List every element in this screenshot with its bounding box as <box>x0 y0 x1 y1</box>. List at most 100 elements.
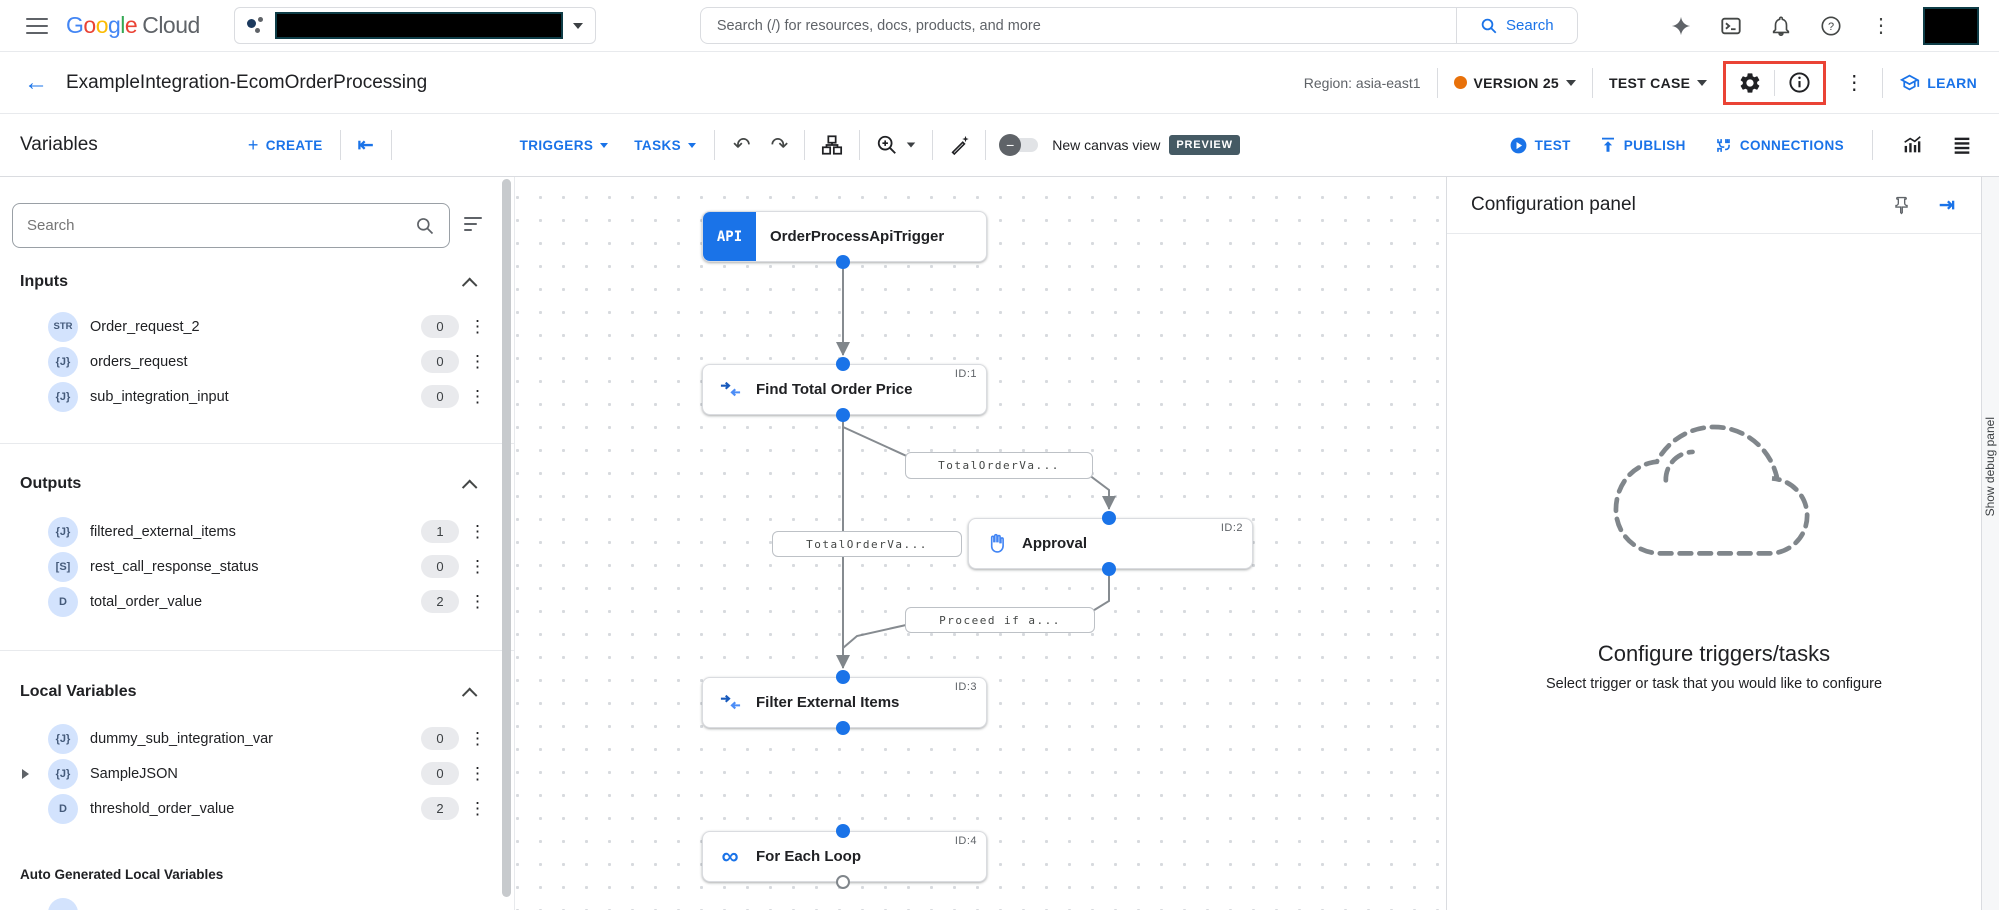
undo-icon[interactable]: ↶ <box>733 133 751 157</box>
cloud-shell-icon[interactable] <box>1719 14 1743 38</box>
pin-icon[interactable] <box>1889 193 1913 217</box>
kebab-menu-icon[interactable]: ⋮ <box>469 387 486 406</box>
zoom-dropdown-icon[interactable] <box>907 142 916 148</box>
variables-search-field[interactable] <box>12 203 450 248</box>
variable-row[interactable]: {J} sub_integration_input 0 ⋮ <box>0 379 514 414</box>
sort-icon[interactable] <box>464 217 482 231</box>
expand-caret-icon[interactable] <box>22 768 29 779</box>
kebab-menu-icon[interactable]: ⋮ <box>469 729 486 748</box>
tasks-dropdown[interactable]: TASKS <box>634 137 697 153</box>
page-title: ExampleIntegration-EcomOrderProcessing <box>66 71 428 93</box>
kebab-menu-icon[interactable]: ⋮ <box>469 352 486 371</box>
collapse-panel-icon[interactable]: ⇤ <box>357 134 374 156</box>
chevron-up-icon[interactable] <box>461 687 478 703</box>
global-search-input[interactable] <box>716 17 1440 34</box>
edge-condition-label[interactable]: TotalOrderVa... <box>772 531 962 557</box>
kebab-menu-icon[interactable]: ⋮ <box>469 557 486 576</box>
connection-point[interactable] <box>836 255 850 269</box>
type-badge: {J} <box>48 346 78 377</box>
back-arrow-icon[interactable]: ← <box>24 68 48 96</box>
variable-row[interactable]: {J} SampleJSON 0 ⋮ <box>0 756 514 791</box>
section-title: Local Variables <box>20 683 137 700</box>
connection-point[interactable] <box>1102 511 1116 525</box>
usage-count-badge: 0 <box>421 385 459 408</box>
publish-button[interactable]: PUBLISH <box>1599 136 1686 154</box>
variable-row[interactable]: D threshold_order_value 2 ⋮ <box>0 791 514 826</box>
connection-point[interactable] <box>1102 562 1116 576</box>
node-for-each-loop[interactable]: ∞ For Each Loop ID:4 <box>702 831 987 882</box>
connection-point[interactable] <box>836 721 850 735</box>
chevron-up-icon[interactable] <box>461 277 478 293</box>
gemini-icon[interactable] <box>1669 14 1693 38</box>
project-selector[interactable] <box>233 7 596 44</box>
chevron-down-icon <box>688 142 697 148</box>
sidebar-scrollbar[interactable] <box>502 179 511 897</box>
connection-point[interactable] <box>836 875 850 889</box>
kebab-menu-icon[interactable]: ⋮ <box>469 592 486 611</box>
create-variable-button[interactable]: + CREATE <box>248 135 323 156</box>
show-debug-panel-tab[interactable]: Show debug panel <box>1981 177 1999 910</box>
kebab-menu-icon[interactable]: ⋮ <box>469 317 486 336</box>
execution-logs-icon[interactable] <box>1951 134 1973 156</box>
zoom-icon[interactable] <box>876 134 898 156</box>
kebab-menu-icon[interactable]: ⋮ <box>469 522 486 541</box>
kebab-menu-icon[interactable]: ⋮ <box>469 799 486 818</box>
variables-search-input[interactable] <box>27 217 415 234</box>
global-search: Search <box>699 7 1578 44</box>
more-options-icon[interactable]: ⋮ <box>1844 72 1865 94</box>
learn-button[interactable]: LEARN <box>1899 72 1977 93</box>
tasks-label: TASKS <box>634 137 682 153</box>
variable-name: sub_integration_input <box>90 388 229 405</box>
avatar[interactable] <box>1923 6 1979 45</box>
version-selector[interactable]: VERSION 25 <box>1453 75 1576 91</box>
connection-point[interactable] <box>836 357 850 371</box>
show-debug-panel-label: Show debug panel <box>1983 417 1997 517</box>
connection-point[interactable] <box>836 408 850 422</box>
variable-name: Order_request_2 <box>90 318 200 335</box>
variable-row[interactable]: [S] rest_call_response_status 0 ⋮ <box>0 549 514 584</box>
notifications-bell-icon[interactable] <box>1769 14 1793 38</box>
node-order-process-api-trigger[interactable]: API OrderProcessApiTrigger <box>702 211 987 262</box>
more-options-icon[interactable]: ⋮ <box>1871 15 1891 37</box>
usage-count-badge: 0 <box>421 315 459 338</box>
variable-row[interactable]: {J} orders_request 0 ⋮ <box>0 344 514 379</box>
section-title: Outputs <box>20 475 82 492</box>
variable-row[interactable]: {J} filtered_external_items 1 ⋮ <box>0 514 514 549</box>
node-filter-external-items[interactable]: Filter External Items ID:3 <box>702 677 987 728</box>
node-id: ID:2 <box>1220 522 1243 534</box>
type-badge: D <box>48 586 78 617</box>
redo-icon[interactable]: ↷ <box>770 133 789 157</box>
metrics-chart-icon[interactable] <box>1901 134 1923 156</box>
top-bar: Google Cloud Search ? ⋮ <box>0 0 1999 52</box>
node-id: ID:4 <box>954 835 977 847</box>
magic-wand-icon[interactable] <box>949 134 971 156</box>
help-icon[interactable]: ? <box>1819 14 1843 38</box>
connections-button[interactable]: CONNECTIONS <box>1714 136 1844 155</box>
type-badge: [S] <box>48 551 78 582</box>
menu-icon[interactable] <box>26 17 48 34</box>
edge-condition-label[interactable]: TotalOrderVa... <box>905 452 1093 479</box>
global-search-field[interactable] <box>699 7 1456 44</box>
api-trigger-icon: API <box>703 212 756 261</box>
variable-row[interactable]: STR Order_request_2 0 ⋮ <box>0 309 514 344</box>
canvas-view-toggle[interactable]: − <box>999 134 1039 156</box>
connection-point[interactable] <box>836 670 850 684</box>
workflow-canvas[interactable]: TotalOrderVa... TotalOrderVa... Proceed … <box>515 177 1447 910</box>
variable-name: threshold_order_value <box>90 800 235 817</box>
search-button[interactable]: Search <box>1455 7 1578 44</box>
test-button[interactable]: TEST <box>1509 136 1571 155</box>
variable-row[interactable]: D total_order_value 2 ⋮ <box>0 584 514 619</box>
collapse-right-icon[interactable]: ⇥ <box>1939 194 1955 216</box>
connection-point[interactable] <box>836 824 850 838</box>
edge-condition-label[interactable]: Proceed if a... <box>905 607 1095 633</box>
triggers-dropdown[interactable]: TRIGGERS <box>520 138 609 153</box>
canvas-view-label: New canvas view <box>1052 137 1161 153</box>
kebab-menu-icon[interactable]: ⋮ <box>469 764 486 783</box>
auto-layout-icon[interactable] <box>821 134 843 156</box>
test-case-selector[interactable]: TEST CASE <box>1609 75 1708 91</box>
info-icon[interactable] <box>1787 71 1811 95</box>
variable-row[interactable]: {J} dummy_sub_integration_var 0 ⋮ <box>0 721 514 756</box>
variables-sidebar: Inputs STR Order_request_2 0 ⋮ {J} order… <box>0 177 515 910</box>
settings-gear-icon[interactable] <box>1738 71 1762 95</box>
chevron-up-icon[interactable] <box>461 479 478 495</box>
